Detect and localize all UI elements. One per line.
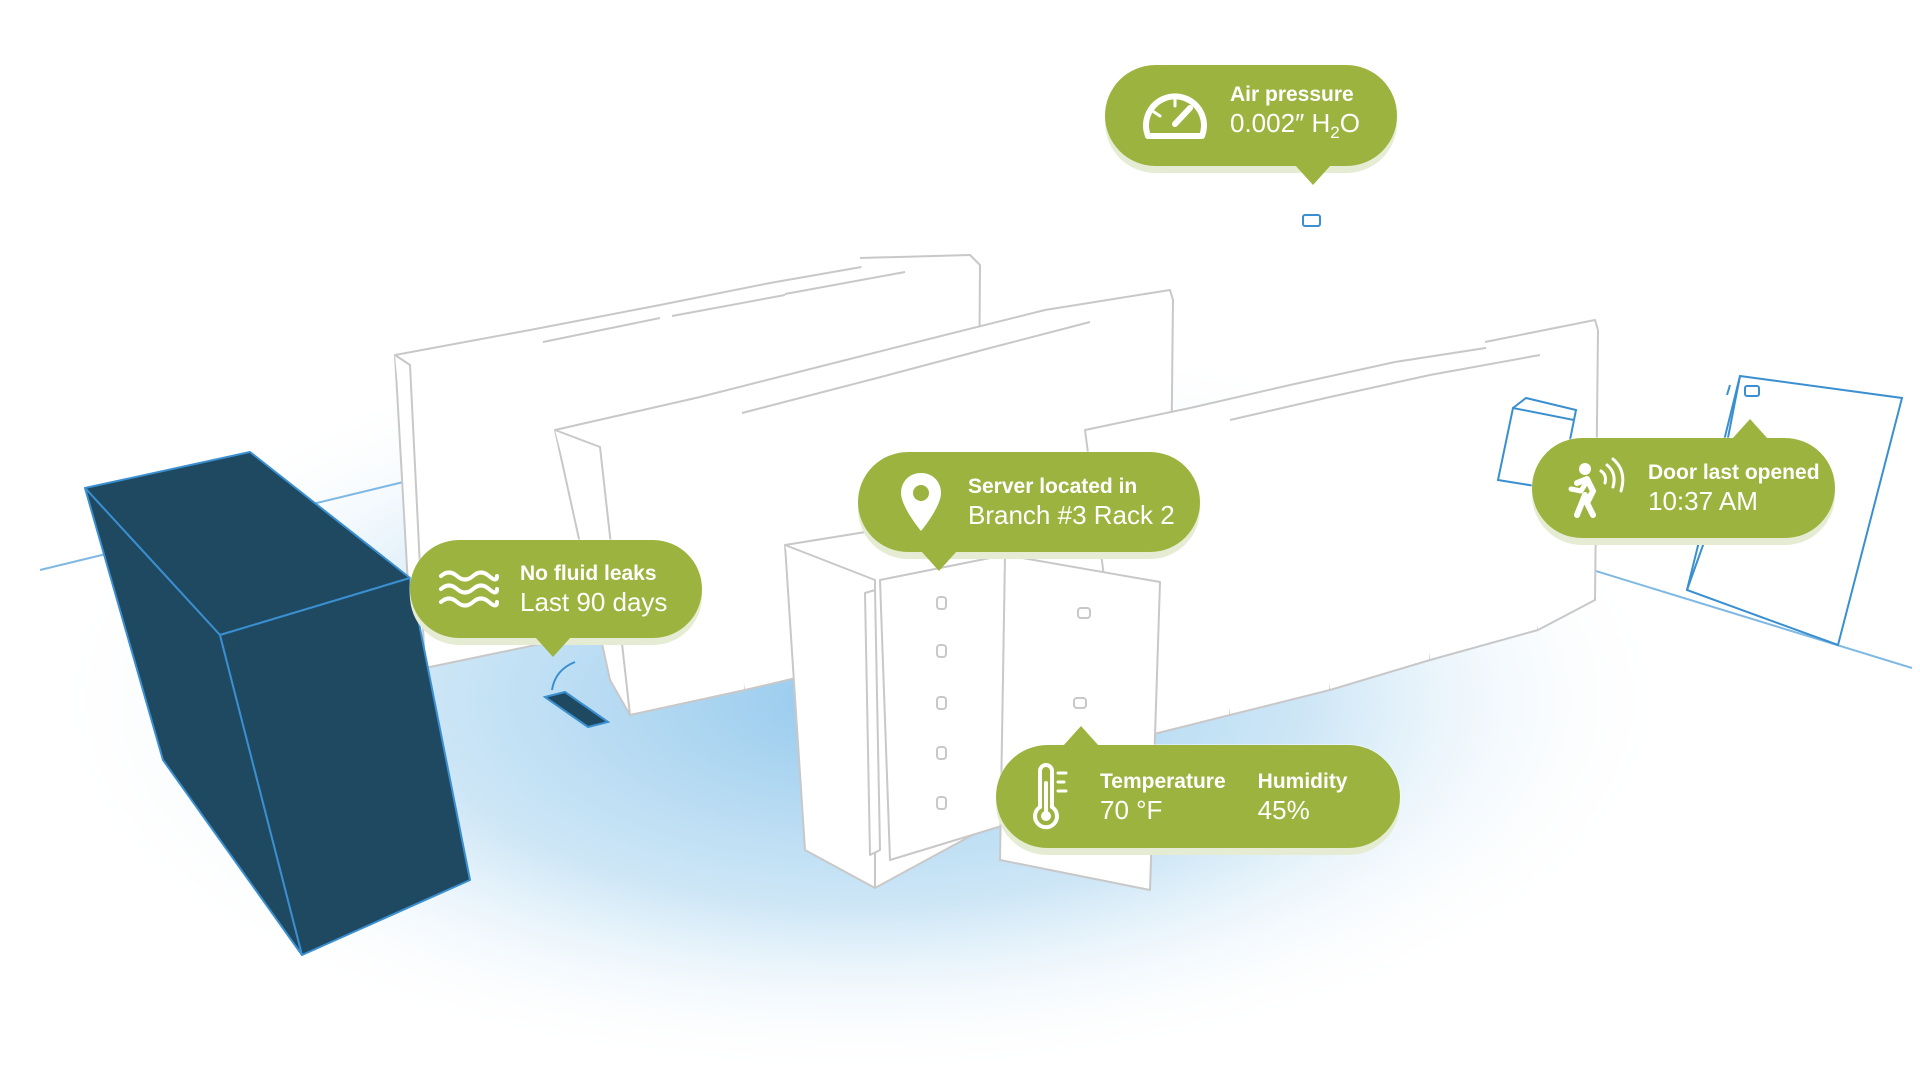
server-location-callout: Server located in Branch #3 Rack 2 (858, 452, 1200, 571)
environment-callout: Temperature 70 °F Humidity 45% (996, 726, 1400, 848)
humidity-label: Humidity (1257, 769, 1348, 793)
temperature-label: Temperature (1100, 769, 1226, 793)
cooling-cabinet (84, 451, 471, 956)
leak-sensor (542, 661, 611, 729)
humidity-value: 45% (1257, 794, 1310, 825)
air-pressure-callout: Air pressure 0.002″ H2O (1105, 65, 1397, 185)
fluid-leaks-label: No fluid leaks (520, 562, 657, 585)
front-rack-open (784, 519, 1161, 891)
temperature-value: 70 °F (1100, 794, 1163, 825)
location-pin-icon (896, 471, 946, 533)
fluid-leaks-callout: No fluid leaks Last 90 days (410, 540, 702, 657)
door-latches (936, 596, 1091, 810)
air-pressure-label: Air pressure (1230, 83, 1354, 107)
water-waves-icon (436, 568, 502, 610)
server-location-label: Server located in (968, 475, 1138, 498)
door-label: Door last opened (1648, 461, 1820, 484)
thermometer-icon (1028, 762, 1072, 831)
air-pressure-sensor (1302, 214, 1321, 227)
door-value: 10:37 AM (1648, 486, 1758, 516)
server-location-value: Branch #3 Rack 2 (968, 500, 1175, 530)
fluid-leaks-value: Last 90 days (520, 587, 668, 617)
door-callout: Door last opened 10:37 AM (1532, 419, 1835, 538)
gauge-icon (1140, 90, 1210, 142)
person-motion-icon (1562, 457, 1628, 519)
air-pressure-value: 0.002″ H2O (1230, 108, 1360, 143)
